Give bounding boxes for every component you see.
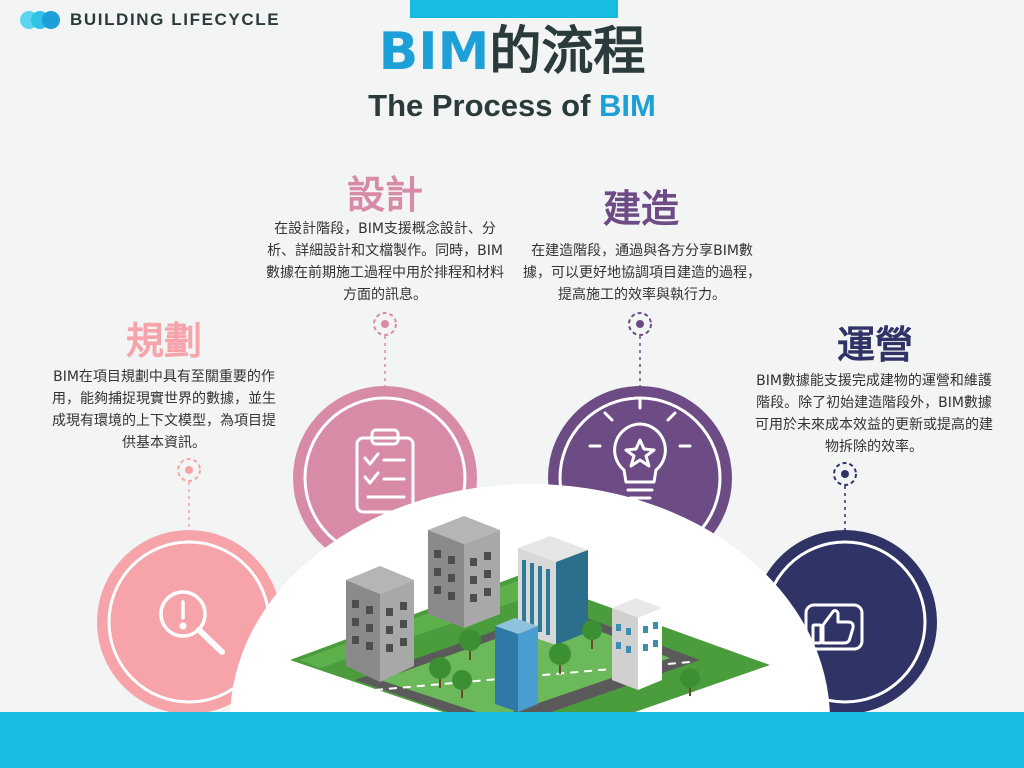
- bottom-band: [0, 712, 1024, 768]
- planning-marker-icon: [177, 458, 201, 482]
- lightbulb-star-icon: [588, 396, 692, 500]
- brand-logo-icon: [20, 10, 60, 30]
- planning-circle: [97, 530, 281, 714]
- page-subtitle: The Process of BIM: [0, 88, 1024, 124]
- subtitle-accent: BIM: [599, 88, 656, 123]
- brand-name: BUILDING LIFECYCLE: [70, 10, 281, 29]
- title-rest: 的流程: [489, 22, 646, 82]
- page-title: BIM的流程: [0, 22, 1024, 82]
- stage-construction-title: 建造: [602, 187, 679, 231]
- city-buildings-icon: [290, 516, 770, 745]
- stage-planning-description: BIM在項目規劃中具有至關重要的作用，能夠捕捉現實世界的數據，並生成現有環境的上…: [52, 369, 276, 451]
- stage-design-title: 設計: [346, 173, 423, 217]
- stage-design-description: 在設計階段，BIM支援概念設計、分析、詳細設計和文檔製作。同時，BIM數據在前期…: [266, 221, 504, 303]
- construction-marker-icon: [628, 312, 652, 336]
- design-marker-icon: [373, 312, 397, 336]
- stage-operation-description: BIM數據能支援完成建物的運營和維護階段。除了初始建造階段外，BIM數據可用於未…: [755, 373, 993, 455]
- thumbs-up-icon: [804, 603, 864, 651]
- magnifier-alert-icon: [159, 590, 225, 655]
- clipboard-checklist-icon: [355, 428, 415, 514]
- title-accent: BIM: [378, 22, 490, 82]
- subtitle-prefix: The Process of: [368, 88, 600, 123]
- stage-construction-description: 在建造階段，通過與各方分享BIM數據，可以更好地協調項目建造的過程，提高施工的效…: [523, 243, 761, 303]
- stage-operation-title: 運營: [836, 323, 913, 367]
- top-accent-strip: [410, 0, 618, 18]
- stage-planning-title: 規劃: [125, 319, 202, 363]
- operation-marker-icon: [833, 462, 857, 486]
- brand: BUILDING LIFECYCLE: [20, 10, 280, 30]
